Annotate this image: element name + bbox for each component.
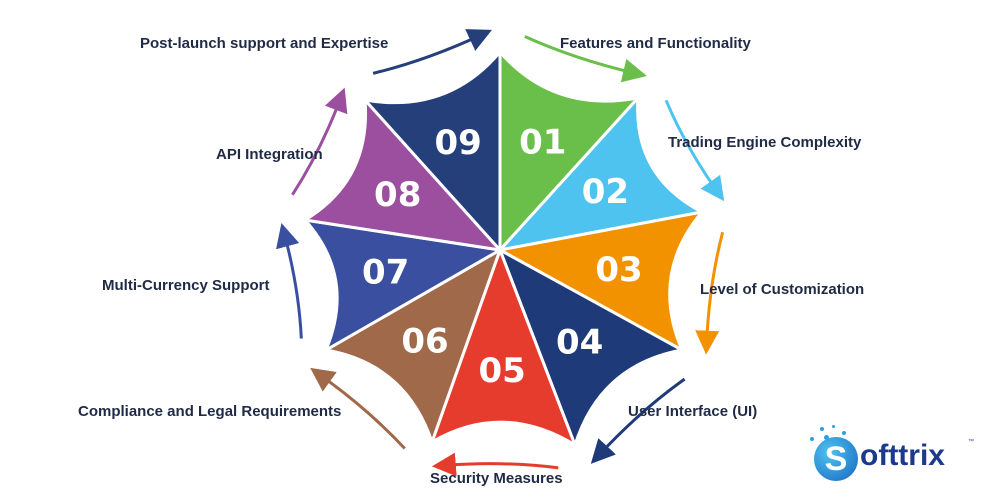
- segment-number-01: 01: [519, 123, 566, 163]
- label-06: Compliance and Legal Requirements: [78, 403, 342, 420]
- segment-07: [301, 217, 505, 354]
- segment-08: [300, 95, 504, 253]
- arrow-icon: [431, 452, 559, 477]
- segment-04: [497, 246, 687, 450]
- segment-01: [498, 48, 643, 254]
- segment-number-02: 02: [582, 172, 629, 212]
- segment-number-04: 04: [556, 322, 603, 362]
- label-04: User Interface (UI): [628, 403, 758, 420]
- segment-02: [495, 93, 707, 253]
- softtrix-logo: S ofttrix ™: [808, 425, 978, 485]
- arrow-icon: [276, 223, 303, 339]
- label-01: Features and Functionality: [560, 35, 751, 52]
- arrow-icon: [695, 231, 725, 355]
- segment-number-05: 05: [479, 351, 526, 391]
- label-07: Multi-Currency Support: [102, 277, 270, 294]
- segment-number-06: 06: [401, 322, 448, 362]
- segment-09: [360, 47, 502, 254]
- label-09: Post-launch support and Expertise: [140, 35, 389, 52]
- segment-06: [321, 246, 503, 447]
- arrow-icon: [524, 35, 647, 83]
- segment-number-09: 09: [434, 123, 481, 163]
- segment-03: [495, 209, 706, 354]
- label-08: API Integration: [216, 146, 323, 163]
- label-05: Security Measures: [430, 470, 563, 487]
- segment-number-07: 07: [362, 253, 409, 293]
- segment-number-03: 03: [595, 250, 642, 290]
- segment-05: [429, 245, 578, 449]
- arrow-icon: [310, 367, 406, 450]
- arrow-icon: [372, 29, 492, 75]
- label-03: Level of Customization: [700, 281, 865, 298]
- label-02: Trading Engine Complexity: [668, 134, 862, 151]
- segment-number-08: 08: [374, 175, 421, 215]
- arrow-icon: [590, 377, 686, 464]
- arrow-icon: [664, 99, 725, 202]
- arrow-icon: [291, 87, 348, 196]
